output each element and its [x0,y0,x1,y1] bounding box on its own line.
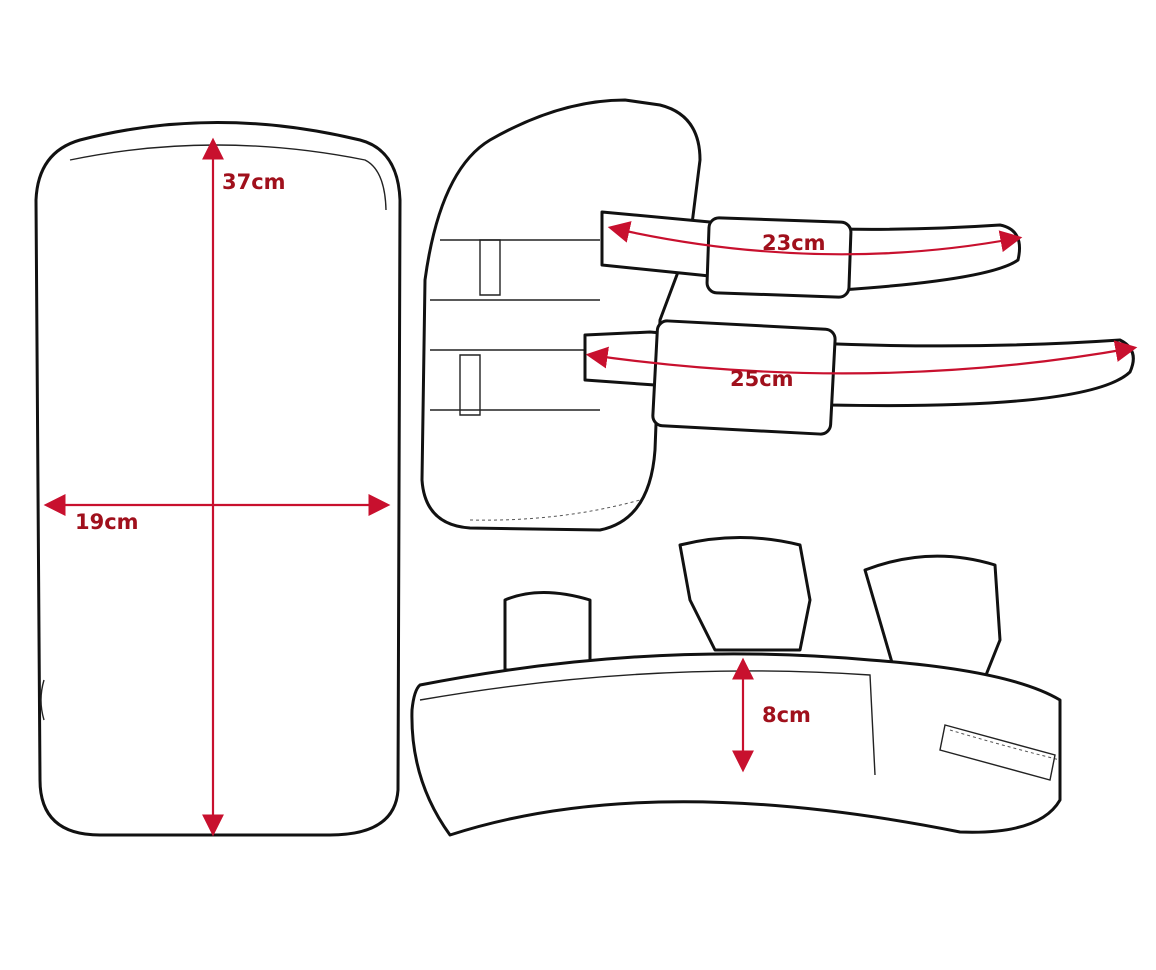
strap-bottom-label: 25cm [730,367,794,391]
height-label: 37cm [222,170,286,194]
thickness-label: 8cm [762,703,811,727]
pad-top-view [410,536,1062,837]
strap-top-arrow [607,221,1023,256]
width-label: 19cm [75,510,139,534]
strap-bottom-arrow [585,340,1138,375]
pad-front-view [34,121,402,837]
strap-top-label: 23cm [762,231,826,255]
pad-side-view [420,98,1135,532]
